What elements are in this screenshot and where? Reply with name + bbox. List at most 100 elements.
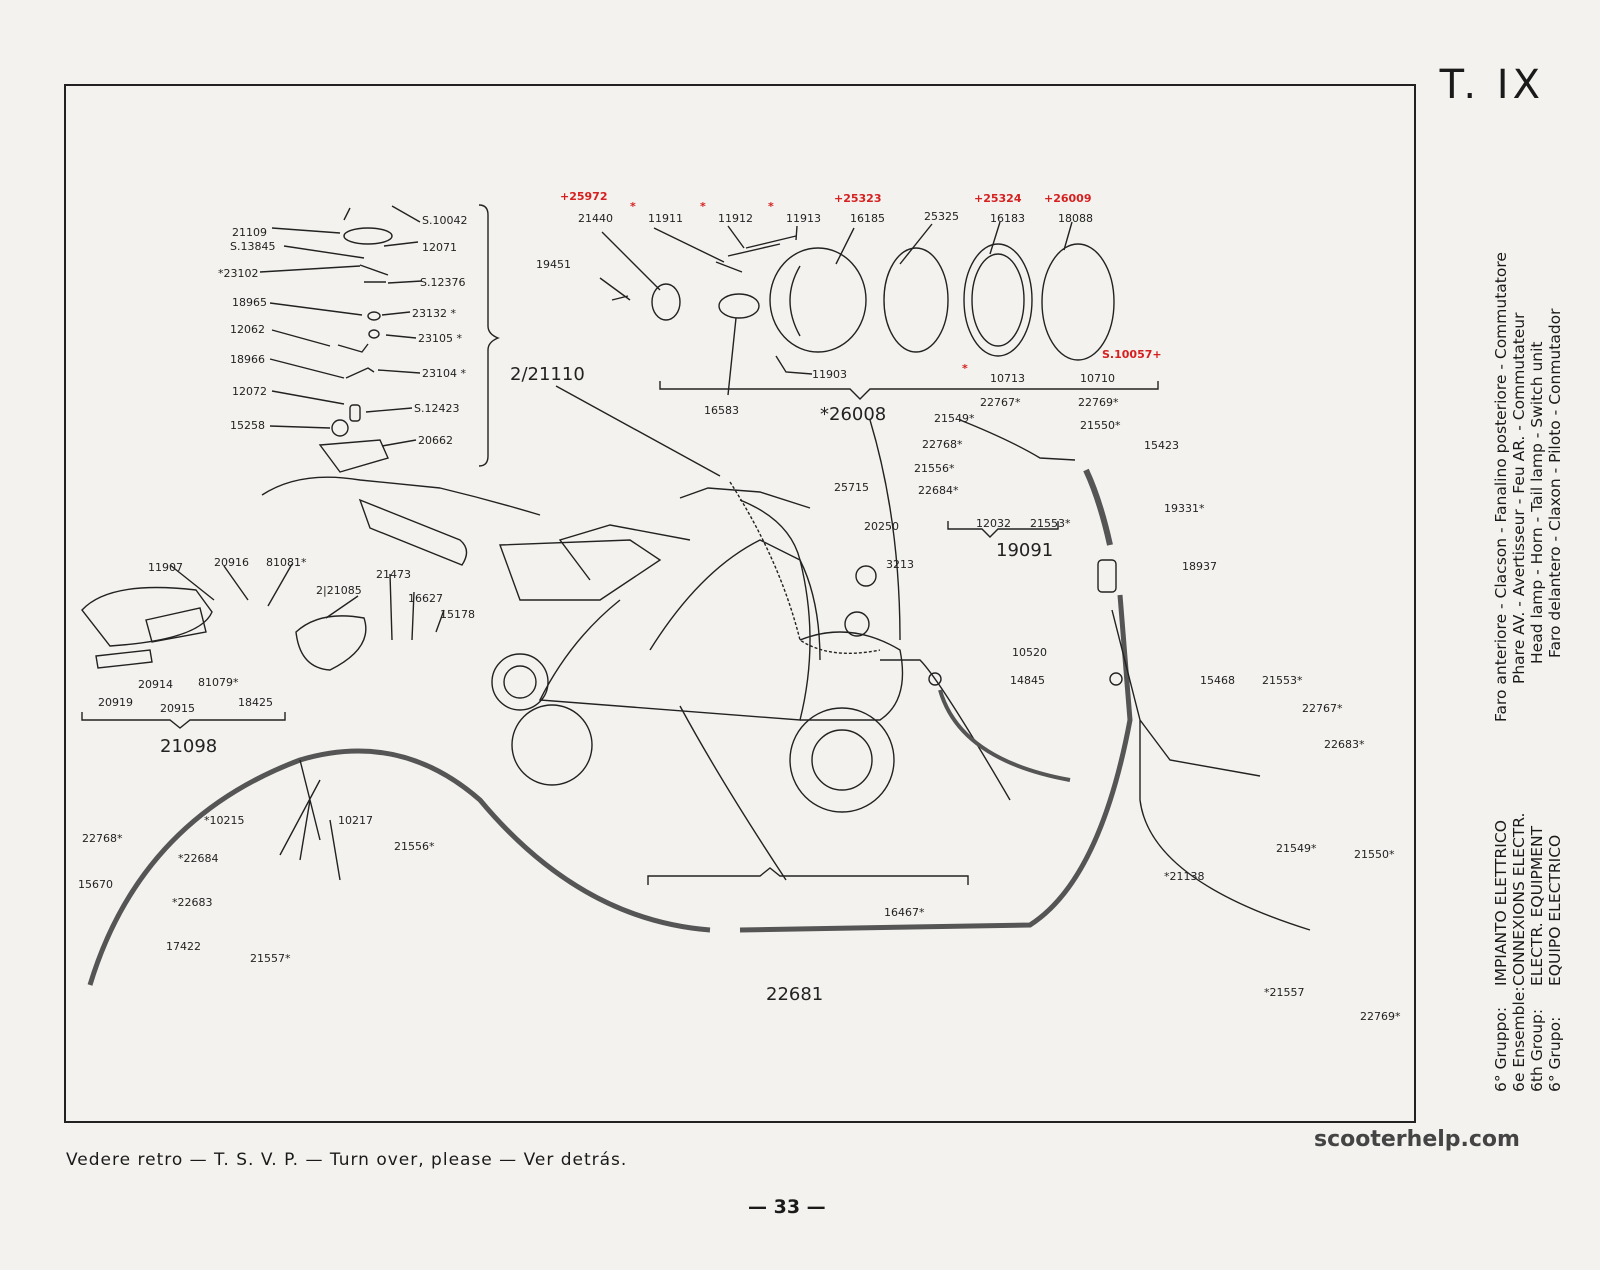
part-label: 12032 [976,517,1011,530]
part-label: 18966 [230,353,265,366]
part-label: 81081* [266,556,307,569]
description-line: Head lamp - Horn - Tail lamp - Switch un… [1528,341,1546,665]
part-label: 20919 [98,696,133,709]
part-label-red: +25323 [834,192,882,205]
part-label-large: 22681 [766,984,824,1005]
description-line: Faro delantero - Claxon - Piloto - Conmu… [1546,308,1564,658]
group-name: EQUIPO ELECTRICO [1546,834,1564,986]
part-label: 21109 [232,226,267,239]
part-label: 18088 [1058,212,1093,225]
part-label: 21549* [1276,842,1317,855]
part-label: 22767* [1302,702,1343,715]
part-label: 25325 [924,210,959,223]
page-number: — 33 — [748,1196,826,1218]
part-label-large: 2/21110 [510,364,585,385]
part-label: 21550* [1354,848,1395,861]
part-label: 19451 [536,258,571,271]
part-label: *10215 [204,814,245,827]
part-label: 18425 [238,696,273,709]
part-label: 22767* [980,396,1021,409]
part-label: 23132 * [412,307,456,320]
part-label: 20915 [160,702,195,715]
part-label: 2|21085 [316,584,362,597]
part-label: 16627 [408,592,443,605]
part-label: 15468 [1200,674,1235,687]
part-label: 21557* [250,952,291,965]
part-label: 18937 [1182,560,1217,573]
part-label: 10713 [990,372,1025,385]
part-label: 22769* [1360,1010,1401,1023]
description-line: Faro anteriore - Clacson - Fanalino post… [1492,252,1510,722]
part-label: *23102 [218,267,259,280]
part-label: 20662 [418,434,453,447]
part-label: 21556* [394,840,435,853]
part-label-red: * [630,200,636,213]
part-label: 20250 [864,520,899,533]
part-label: 3213 [886,558,914,571]
part-label: *21557 [1264,986,1305,999]
part-label: 21556* [914,462,955,475]
part-label: 15423 [1144,439,1179,452]
part-label-red: +26009 [1044,192,1092,205]
part-label: 11912 [718,212,753,225]
part-label: 22769* [1078,396,1119,409]
group-number: 6° Gruppo: [1492,1006,1510,1092]
group-name: IMPIANTO ELETTRICO [1492,820,1510,986]
part-label: 14845 [1010,674,1045,687]
part-label: S.12376 [420,276,466,289]
part-label: 10710 [1080,372,1115,385]
part-label: 15670 [78,878,113,891]
part-label: 17422 [166,940,201,953]
part-label: 23104 * [422,367,466,380]
part-label: 16467* [884,906,925,919]
part-label: 21473 [376,568,411,581]
part-label-red: S.10057+ [1102,348,1162,361]
part-label: 19331* [1164,502,1205,515]
group-number: 6° Grupo: [1546,1016,1564,1092]
group-name: CONNEXIONS ELECTR. [1510,812,1528,986]
part-label: 11907 [148,561,183,574]
part-label-red: +25324 [974,192,1022,205]
part-label: 21553* [1030,517,1071,530]
part-label: 11911 [648,212,683,225]
part-label: 15258 [230,419,265,432]
part-label: 21549* [934,412,975,425]
part-label-large: 21098 [160,736,218,757]
part-label: 11913 [786,212,821,225]
part-label: *22683 [172,896,213,909]
part-label: 16583 [704,404,739,417]
part-label: *22684 [178,852,219,865]
group-number: 6th Group: [1528,1008,1546,1092]
plate-number: T. IX [1439,62,1544,108]
part-label: 16183 [990,212,1025,225]
part-label-red: +25972 [560,190,608,203]
part-label: 16185 [850,212,885,225]
part-label: *21138 [1164,870,1205,883]
description-line: Phare AV. - Avertisseur - Feu AR. - Comm… [1510,312,1528,684]
diagram-frame [64,84,1416,1123]
part-label: 25715 [834,481,869,494]
part-label-large: *26008 [820,404,887,425]
part-label: 20914 [138,678,173,691]
part-label: 22684* [918,484,959,497]
part-label: 23105 * [418,332,462,345]
part-label: 10217 [338,814,373,827]
part-label: 21550* [1080,419,1121,432]
part-label-red: * [962,362,968,375]
part-label: 11903 [812,368,847,381]
part-label-large: 19091 [996,540,1054,561]
part-label: 22768* [82,832,123,845]
footer-note: Vedere retro — T. S. V. P. — Turn over, … [66,1150,628,1170]
part-label: 18965 [232,296,267,309]
part-label: 22683* [1324,738,1365,751]
part-label: S.12423 [414,402,460,415]
part-label: S.13845 [230,240,276,253]
part-label: 81079* [198,676,239,689]
part-label: 20916 [214,556,249,569]
part-label: 15178 [440,608,475,621]
part-label: 12062 [230,323,265,336]
part-label: S.10042 [422,214,468,227]
watermark: scooterhelp.com [1314,1127,1520,1152]
part-label: 22768* [922,438,963,451]
